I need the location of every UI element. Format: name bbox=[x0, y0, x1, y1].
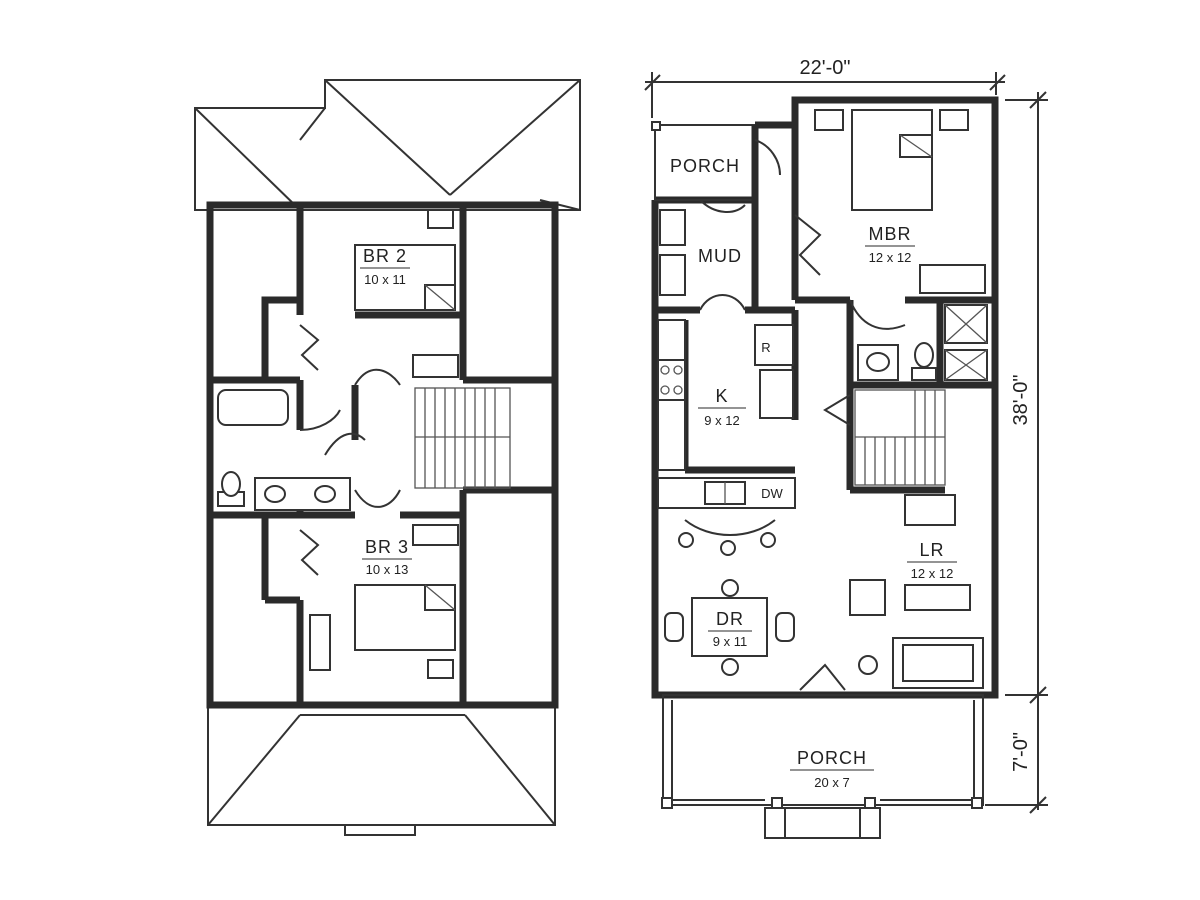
kitchen-fixtures: R DW bbox=[657, 319, 796, 556]
width-dimension: 22'-0" bbox=[800, 57, 851, 79]
main-stairs bbox=[854, 389, 946, 486]
dr-label: DR bbox=[716, 609, 744, 629]
lower-roof bbox=[207, 704, 556, 836]
sofa bbox=[892, 637, 984, 689]
main-floor-plan: R DW bbox=[651, 96, 999, 839]
upper-bathroom bbox=[217, 389, 351, 511]
back-porch-label: PORCH bbox=[670, 156, 740, 176]
kitchen-size: 9 x 12 bbox=[704, 413, 739, 428]
mud-label: MUD bbox=[698, 246, 742, 266]
range bbox=[657, 359, 686, 401]
mbr-furniture bbox=[814, 109, 986, 294]
bathtub bbox=[217, 389, 289, 426]
mbr-bed bbox=[851, 109, 933, 211]
upper-floor-plan: BR 2 10 x 11 BR 3 10 x 13 bbox=[194, 79, 581, 836]
porch-depth-dimension: 7'-0" bbox=[1010, 732, 1032, 772]
mbr-label: MBR bbox=[869, 224, 912, 244]
lr-size: 12 x 12 bbox=[911, 566, 954, 581]
br2-bed bbox=[354, 209, 459, 378]
living-furniture bbox=[849, 494, 984, 689]
upper-interior-walls bbox=[210, 205, 555, 705]
toilet-bowl bbox=[914, 342, 934, 368]
br2-label: BR 2 bbox=[363, 246, 407, 266]
front-porch-size: 20 x 7 bbox=[814, 775, 849, 790]
fridge-label: R bbox=[761, 340, 770, 355]
pantry bbox=[759, 369, 794, 419]
upper-stairs bbox=[414, 387, 511, 489]
master-bath bbox=[857, 304, 988, 381]
dr-size: 9 x 11 bbox=[713, 634, 747, 649]
toilet-tank bbox=[911, 367, 937, 381]
front-porch-label: PORCH bbox=[797, 748, 867, 768]
mbr-size: 12 x 12 bbox=[869, 250, 912, 265]
br3-label: BR 3 bbox=[365, 537, 409, 557]
upper-doors bbox=[299, 324, 401, 576]
dining-furniture bbox=[664, 579, 795, 676]
front-porch bbox=[661, 694, 984, 839]
dishwasher-label: DW bbox=[761, 486, 783, 501]
depth-dimension: 38'-0" bbox=[1010, 375, 1032, 426]
refrigerator bbox=[754, 324, 794, 366]
upper-roof bbox=[194, 79, 581, 211]
mud-room-fixtures bbox=[659, 209, 686, 296]
upper-exterior-wall bbox=[206, 201, 559, 709]
toilet-bowl bbox=[221, 471, 241, 497]
br3-size: 10 x 13 bbox=[366, 562, 409, 577]
lr-label: LR bbox=[919, 540, 944, 560]
sink-left bbox=[264, 485, 286, 503]
br3-bed bbox=[309, 524, 459, 679]
br2-size: 10 x 11 bbox=[364, 272, 406, 287]
main-doors bbox=[699, 139, 906, 691]
sink-right bbox=[314, 485, 336, 503]
dining-table bbox=[691, 597, 768, 657]
kitchen-label: K bbox=[715, 386, 728, 406]
dimension-lines: 22'-0" 38'-0" 7'-0" bbox=[644, 57, 1048, 814]
